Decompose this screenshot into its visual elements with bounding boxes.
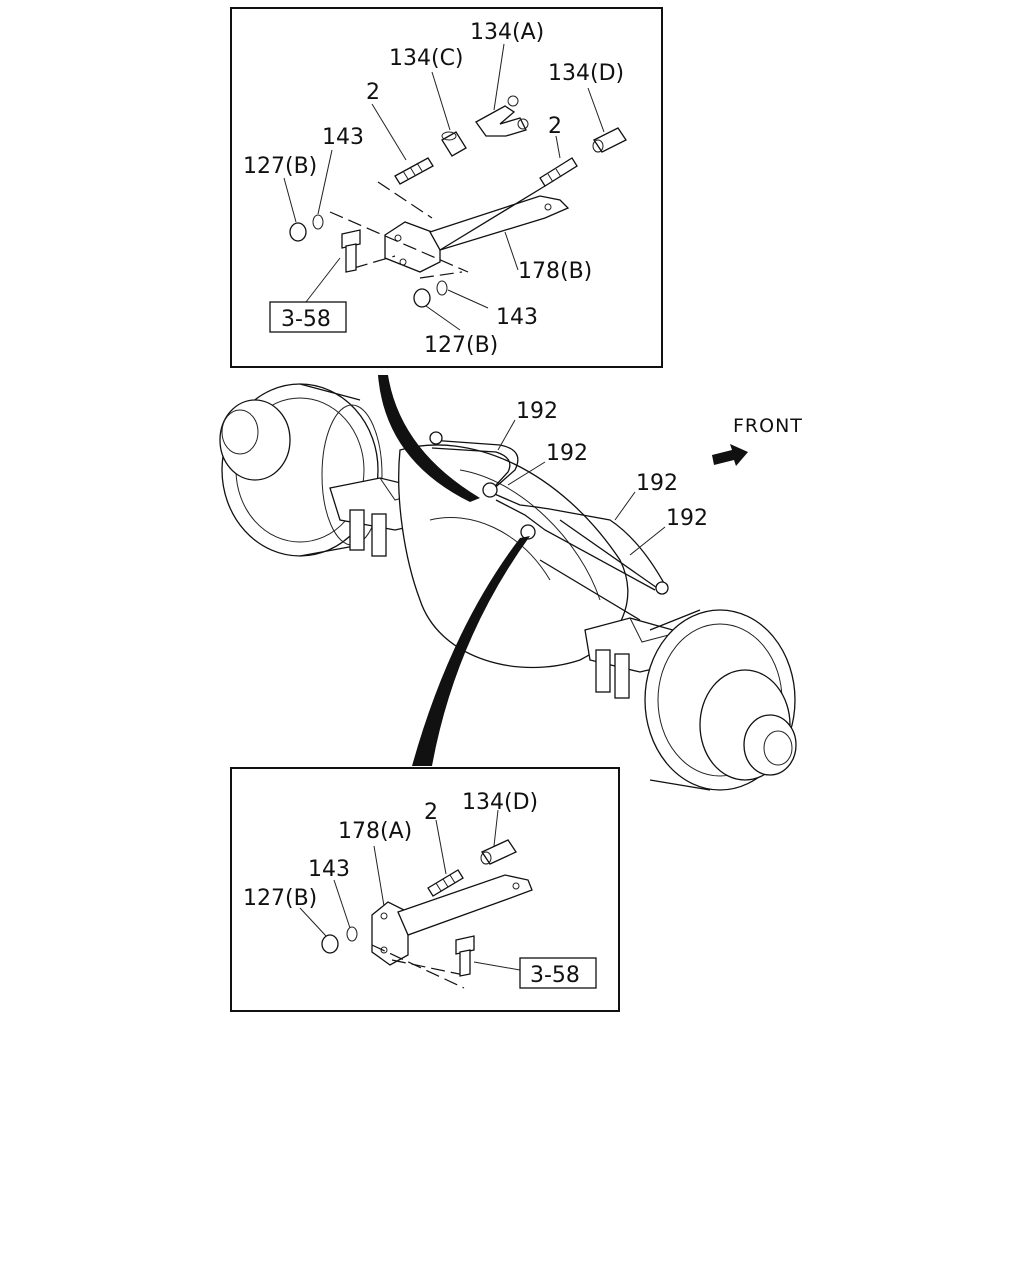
rear-axle-assembly: FRONT 192 192 192 192 (219, 383, 803, 791)
label-134d: 134(D) (548, 61, 624, 86)
brake-pipes (429, 431, 669, 595)
front-label: FRONT (733, 415, 803, 437)
ref-label-bottom: 3-58 (530, 963, 580, 988)
label-143-top: 143 (322, 125, 364, 150)
label-134a: 134(A) (470, 20, 544, 45)
label-2-bottom: 2 (424, 800, 438, 825)
ref-box-bottom (519, 957, 597, 989)
label-143-bottom: 143 (496, 305, 538, 330)
label-192-4: 192 (666, 506, 708, 531)
bottom-callout-wedge (412, 536, 530, 766)
label-134c: 134(C) (389, 46, 464, 71)
label-127b-bottom-inset: 127(B) (243, 886, 317, 911)
label-127b-top: 127(B) (243, 154, 317, 179)
front-arrow-icon (712, 444, 748, 466)
bottom-inset: 134(D) 2 178(A) 143 127(B) 3-58 (230, 767, 620, 1012)
label-2-right: 2 (548, 114, 562, 139)
label-192-1: 192 (516, 399, 558, 424)
ref-label-top: 3-58 (281, 307, 331, 332)
label-192-2: 192 (546, 441, 588, 466)
label-178a: 178(A) (338, 819, 412, 844)
right-hub (644, 609, 797, 791)
ref-box-top (269, 301, 347, 333)
label-127b-bottom: 127(B) (424, 333, 498, 358)
label-178b: 178(B) (518, 259, 592, 284)
top-callout-wedge (378, 375, 480, 502)
label-143-bottom-inset: 143 (308, 857, 350, 882)
label-134d-bottom: 134(D) (462, 790, 538, 815)
label-2-left: 2 (366, 80, 380, 105)
top-inset: 134(A) 134(C) 134(D) 2 2 143 127(B) 178(… (230, 7, 663, 368)
label-192-3: 192 (636, 471, 678, 496)
